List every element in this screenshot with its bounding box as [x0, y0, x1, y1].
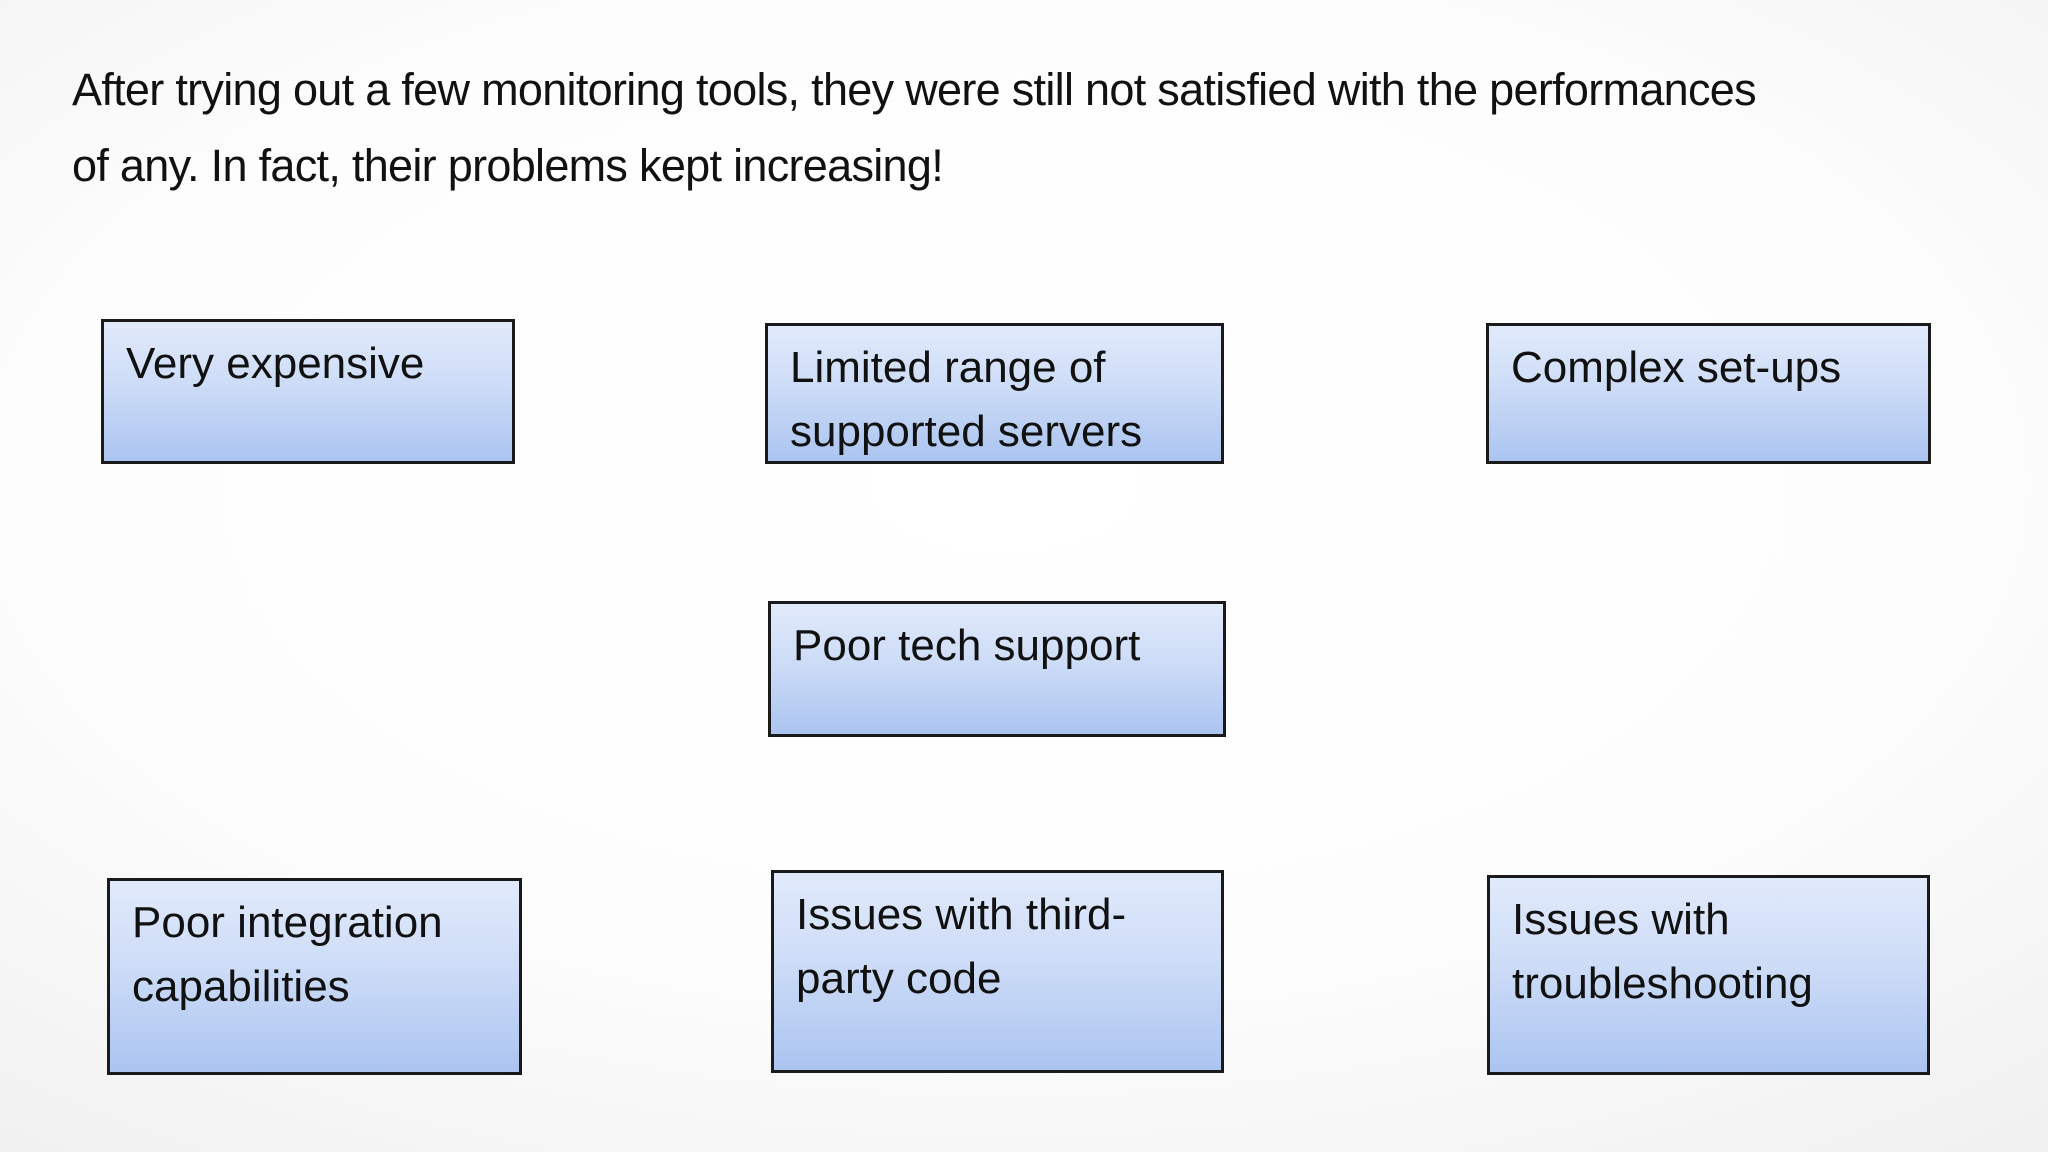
problem-box-complex-set-ups: Complex set-ups [1486, 323, 1931, 464]
problem-box-label: Limited range of supported servers [790, 343, 1143, 456]
problem-box-very-expensive: Very expensive [101, 319, 515, 464]
problem-box-label: Poor tech support [793, 621, 1141, 670]
intro-text-line-2: of any. In fact, their problems kept inc… [72, 140, 944, 191]
problem-box-issues-with-third-party-code: Issues with third-party code [771, 870, 1224, 1073]
problem-box-label: Issues with troubleshooting [1512, 895, 1813, 1008]
problem-box-poor-tech-support: Poor tech support [768, 601, 1226, 737]
problem-box-poor-integration-capabilities: Poor integration capabilities [107, 878, 522, 1075]
problem-box-label: Issues with third-party code [796, 890, 1127, 1003]
problem-box-label: Very expensive [126, 339, 425, 388]
problem-box-issues-with-troubleshooting: Issues with troubleshooting [1487, 875, 1930, 1075]
problem-box-label: Poor integration capabilities [132, 898, 443, 1011]
intro-text: After trying out a few monitoring tools,… [72, 52, 1982, 204]
problem-box-limited-range-of-supported-servers: Limited range of supported servers [765, 323, 1224, 464]
intro-text-line-1: After trying out a few monitoring tools,… [72, 64, 1757, 115]
problem-box-label: Complex set-ups [1511, 343, 1842, 392]
